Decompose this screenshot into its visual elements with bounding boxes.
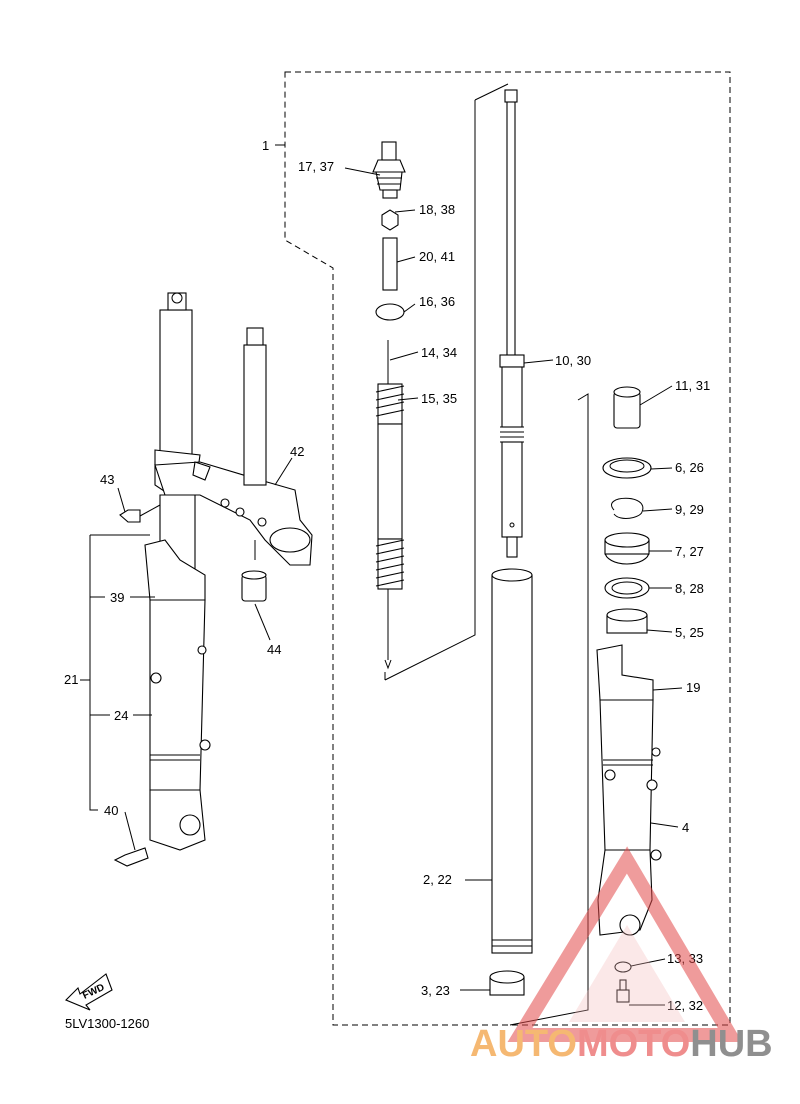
inner-fork-tube (491, 568, 533, 954)
callout-39: 39 (110, 590, 124, 605)
callout-7-27: 7, 27 (675, 544, 704, 559)
callout-5-25: 5, 25 (675, 625, 704, 640)
callout-20-41: 20, 41 (419, 249, 455, 264)
callout-17-37: 17, 37 (298, 159, 334, 174)
damper-bolt (616, 979, 630, 1003)
stem-collar (241, 570, 267, 602)
callout-4: 4 (682, 820, 689, 835)
diagram-code: 5LV1300-1260 (65, 1016, 149, 1031)
steering-stem (243, 327, 267, 560)
retaining-clip (611, 497, 644, 519)
right-stack-bracket (509, 393, 589, 1026)
pinch-bolt (119, 504, 161, 523)
callout-21: 21 (64, 672, 78, 687)
callout-42: 42 (290, 444, 304, 459)
callout-10-30: 10, 30 (555, 353, 591, 368)
fork-spring-assembly (375, 340, 405, 670)
adjuster-bolt (372, 141, 406, 199)
oil-seal (602, 457, 652, 479)
push-rod (382, 237, 398, 291)
callout-16-36: 16, 36 (419, 294, 455, 309)
damper-rod (499, 89, 525, 558)
callout-43: 43 (100, 472, 114, 487)
callout-15-35: 15, 35 (421, 391, 457, 406)
callout-12-32: 12, 32 (667, 998, 703, 1013)
callout-44: 44 (267, 642, 281, 657)
watermark-text: AUTOMOTOHUB (470, 1023, 773, 1065)
underbracket (154, 461, 313, 566)
washer (375, 303, 405, 321)
copper-washer (614, 961, 632, 973)
callout-9-29: 9, 29 (675, 502, 704, 517)
damper-group-bracket (384, 83, 509, 681)
callout-1: 1 (262, 138, 269, 153)
callout-24: 24 (114, 708, 128, 723)
callout-11-31: 11, 31 (675, 378, 710, 393)
fork-cap (613, 386, 641, 429)
spacer (604, 532, 650, 565)
callout-8-28: 8, 28 (675, 581, 704, 596)
slide-bushing (606, 608, 648, 634)
fwd-arrow-icon: FWD (65, 973, 113, 1011)
callout-3-23: 3, 23 (421, 983, 450, 998)
callout-18-38: 18, 38 (419, 202, 455, 217)
leader-lines (80, 144, 683, 1006)
callout-2-22: 2, 22 (423, 872, 452, 887)
axle-bolt (113, 847, 149, 867)
callout-6-26: 6, 26 (675, 460, 704, 475)
piston-metal (489, 970, 525, 996)
assembly-boundary-dashed (284, 71, 731, 1026)
assembled-fork-leg (144, 292, 211, 851)
callout-40: 40 (104, 803, 118, 818)
locknut (381, 209, 399, 231)
watermark-triangle-icon (507, 846, 743, 1042)
callout-14-34: 14, 34 (421, 345, 457, 360)
callout-19: 19 (686, 680, 700, 695)
